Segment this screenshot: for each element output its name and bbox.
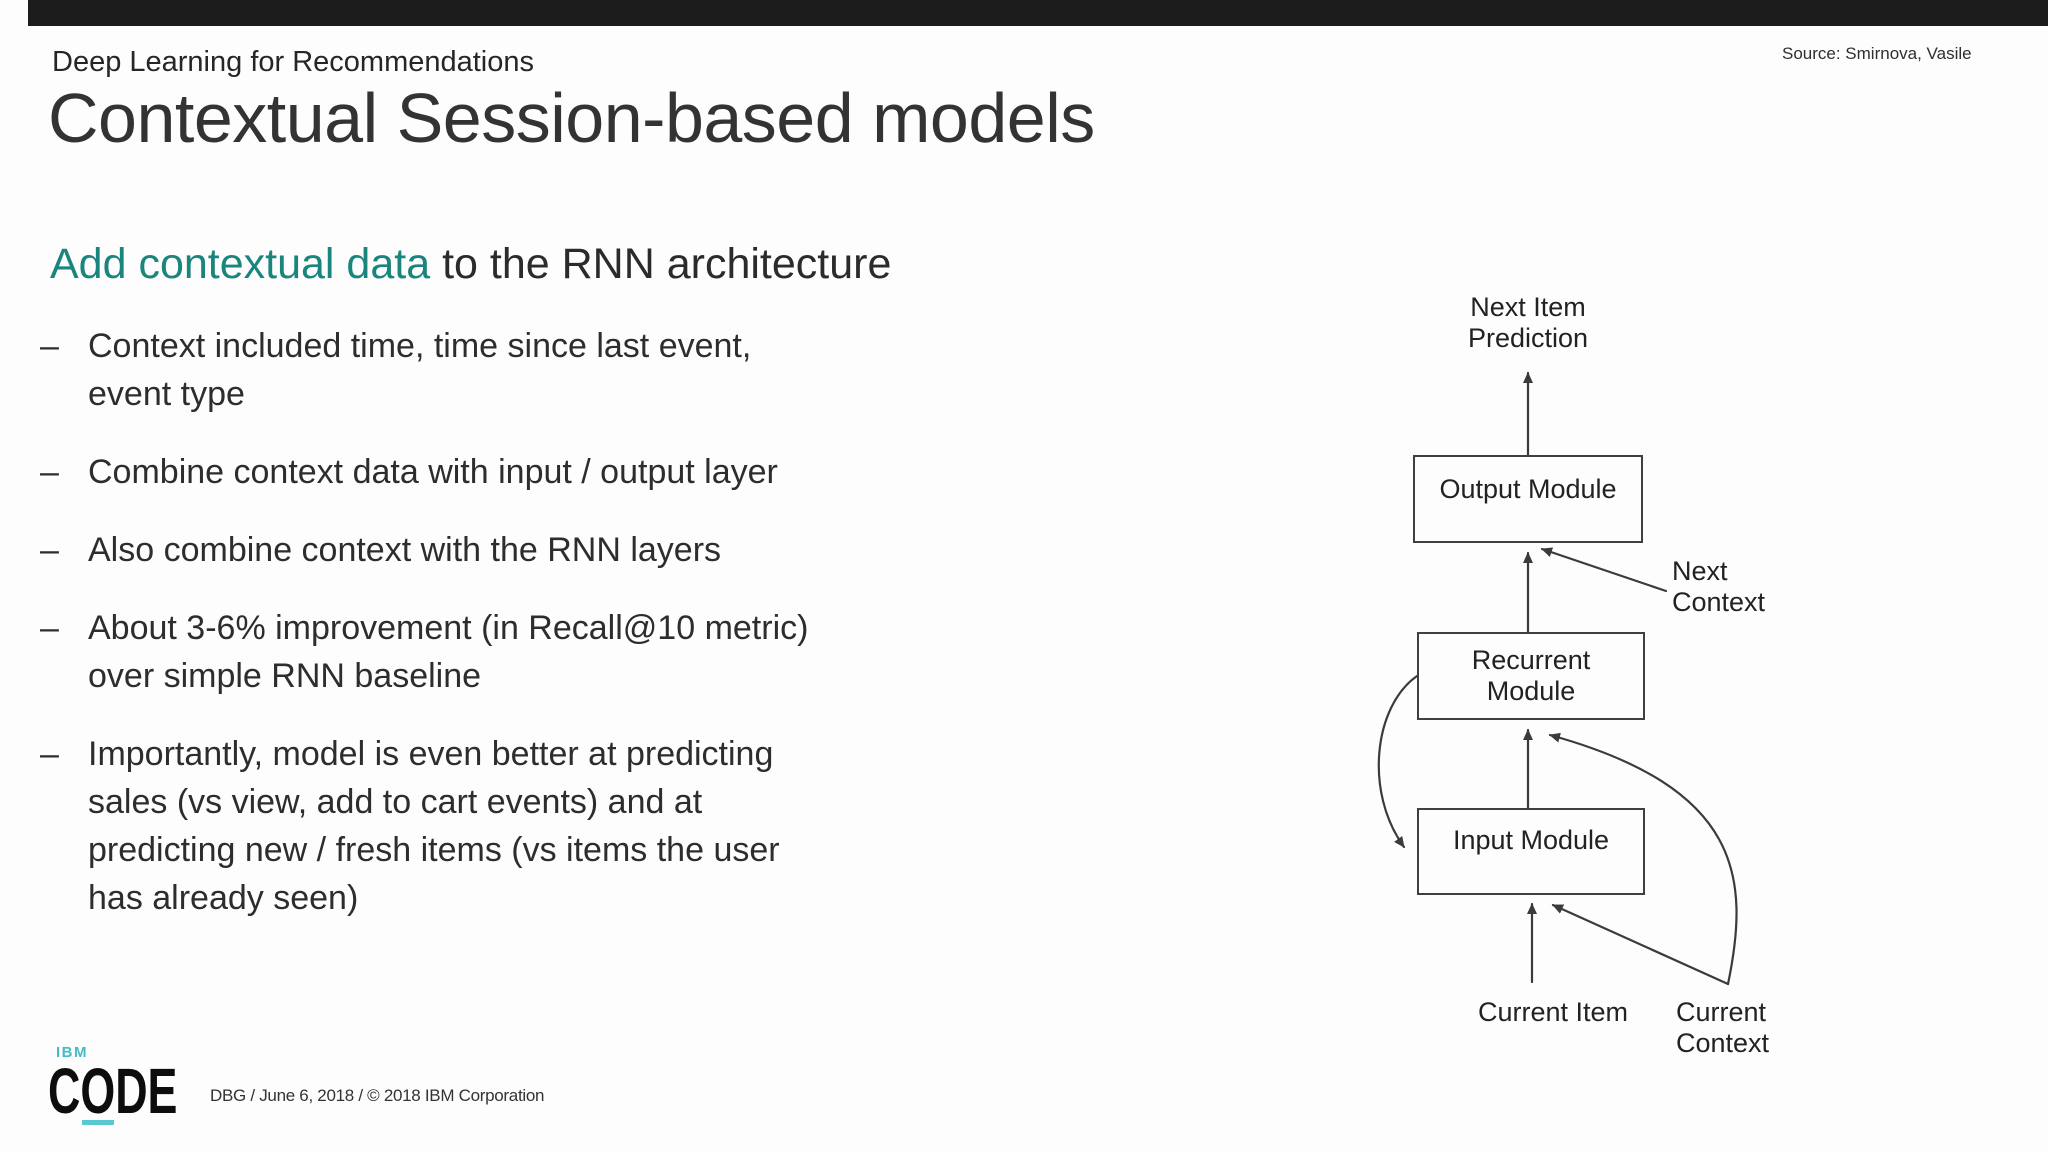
footer-copyright: DBG / June 6, 2018 / © 2018 IBM Corporat… bbox=[210, 1086, 545, 1105]
bullet-dash: – bbox=[40, 735, 59, 773]
slide-eyebrow: Deep Learning for Recommendations bbox=[52, 46, 534, 78]
bullet-dash: – bbox=[40, 609, 59, 647]
label-next-item-prediction: Next Item Prediction bbox=[1467, 292, 1589, 353]
output-module-box: Output Module bbox=[1413, 455, 1643, 543]
arrow-current-context-to-input bbox=[1551, 903, 1730, 986]
bullet-text: Context included time, time since last e… bbox=[88, 327, 752, 413]
arrow-recurrent-loop-to-input bbox=[1377, 674, 1419, 849]
arrow-current-context-to-recurrent bbox=[1548, 732, 1738, 986]
bullet-text: About 3-6% improvement (in Recall@10 met… bbox=[88, 609, 809, 695]
source-attribution: Source: Smirnova, Vasile bbox=[1782, 44, 1972, 63]
bullet-text: Importantly, model is even better at pre… bbox=[88, 735, 780, 917]
label-current-item: Current Item bbox=[1477, 997, 1629, 1027]
arrow-next-context-to-output bbox=[1540, 547, 1668, 593]
ibm-logo-text: IBM bbox=[56, 1044, 88, 1061]
page-title: Contextual Session-based models bbox=[48, 79, 1095, 157]
diagram-arrows bbox=[1377, 371, 1738, 986]
list-item: –Combine context data with input / outpu… bbox=[40, 448, 960, 496]
label-next-context: Next Context bbox=[1672, 556, 1766, 617]
rnn-architecture-diagram: Next Item Prediction Next Context Curren… bbox=[1350, 280, 1830, 1080]
list-item: –Context included time, time since last … bbox=[40, 322, 960, 418]
bullet-dash: – bbox=[40, 453, 59, 491]
list-item: –About 3-6% improvement (in Recall@10 me… bbox=[40, 604, 960, 700]
input-module-box: Input Module bbox=[1417, 808, 1645, 895]
list-item: –Importantly, model is even better at pr… bbox=[40, 730, 960, 922]
code-logo-text: CODE bbox=[48, 1055, 178, 1127]
section-heading-highlight: Add contextual data bbox=[50, 240, 431, 288]
top-artifact-bar bbox=[28, 0, 2048, 26]
bullet-dash: – bbox=[40, 327, 59, 365]
code-logo-underline bbox=[82, 1120, 114, 1125]
list-item: –Also combine context with the RNN layer… bbox=[40, 526, 960, 574]
bullet-list: –Context included time, time since last … bbox=[40, 322, 960, 952]
recurrent-module-box: Recurrent Module bbox=[1417, 632, 1645, 720]
section-heading: Add contextual data to the RNN architect… bbox=[50, 240, 891, 289]
bullet-dash: – bbox=[40, 531, 59, 569]
bullet-text: Combine context data with input / output… bbox=[88, 453, 778, 491]
bullet-text: Also combine context with the RNN layers bbox=[88, 531, 722, 569]
section-heading-rest: to the RNN architecture bbox=[430, 240, 892, 288]
label-current-context: Current Context bbox=[1676, 997, 1770, 1058]
